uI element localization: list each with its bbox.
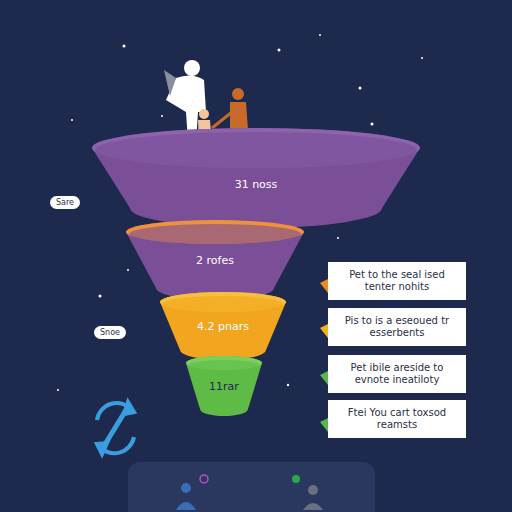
callout-box: Ftei You cart toxsod reamsts — [328, 400, 466, 438]
callout-text: Ftei You cart toxsod reamsts — [336, 407, 458, 431]
band-body — [160, 292, 286, 360]
band-top-shade — [189, 360, 259, 370]
callout-text: Pet ibile areside to evnote ineatiloty — [336, 362, 458, 386]
band-top — [186, 356, 262, 370]
side-tag: Sare — [50, 196, 80, 209]
funnel-band: 11rar — [186, 356, 262, 416]
band-label: 2 rofes — [126, 254, 304, 267]
callout-box: Pis to is a eseoued tr esserbents — [328, 308, 466, 346]
callout-text: Pis to is a eseoued tr esserbents — [336, 315, 458, 339]
band-label: 4.2 pnars — [160, 320, 286, 333]
band-body — [186, 356, 262, 416]
band-top — [160, 292, 286, 312]
callout-box: Pet ibile areside to evnote ineatiloty — [328, 355, 466, 393]
band-top — [92, 128, 420, 168]
callout-box: Pet to the seal ised tenter nohits — [328, 262, 466, 300]
band-label: 11rar — [186, 380, 262, 393]
band-top-shade — [163, 296, 283, 312]
band-top-shade — [95, 132, 417, 168]
band-body — [92, 128, 420, 228]
callout-markers — [320, 279, 328, 432]
callout-text: Pet to the seal ised tenter nohits — [336, 269, 458, 293]
funnel-band: 4.2 pnars — [160, 292, 286, 360]
band-top — [126, 220, 304, 244]
side-tag: Snoe — [94, 326, 126, 339]
band-label: 31 noss — [92, 178, 420, 191]
cycle-icon — [97, 402, 134, 454]
band-body — [126, 220, 304, 300]
funnel-band: 31 noss — [92, 128, 420, 228]
band-top-shade — [129, 224, 301, 244]
funnel-band: 2 rofes — [126, 220, 304, 300]
panel-icons — [176, 475, 323, 510]
bottom-panel — [128, 462, 375, 512]
